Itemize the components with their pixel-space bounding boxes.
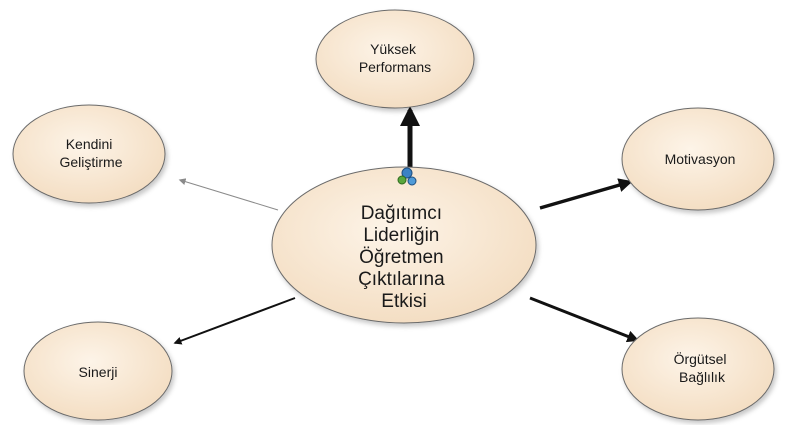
node-label-line: Geliştirme bbox=[59, 154, 122, 170]
node-label-line: Sinerji bbox=[79, 364, 118, 380]
node-motivasyon: Motivasyon bbox=[621, 107, 775, 211]
node-label-line: Motivasyon bbox=[665, 151, 736, 167]
node-kendini-gelistirme: Kendini Geliştirme bbox=[12, 104, 166, 204]
node-center: Dağıtımcı Liderliğin Öğretmen Çıktıların… bbox=[271, 166, 537, 324]
center-label-line: Liderliğin bbox=[363, 225, 439, 246]
node-label-line: Örgütsel bbox=[674, 350, 727, 367]
node-label-line: Kendini bbox=[66, 136, 113, 152]
node-label-line: Performans bbox=[359, 59, 431, 75]
node-label-line: Yüksek bbox=[370, 41, 417, 57]
arrow-to-orgutsel-baglilik bbox=[529, 296, 640, 343]
arrow-to-motivasyon bbox=[539, 178, 633, 210]
link-circles-icon bbox=[397, 167, 417, 186]
center-label-line: Çıktılarına bbox=[358, 269, 445, 290]
node-label-line: Bağlılık bbox=[679, 369, 726, 385]
center-label-line: Öğretmen bbox=[359, 247, 443, 268]
svg-text:Örgütsel Bağlılık: Örgütsel Bağlılık bbox=[674, 350, 731, 385]
svg-text:Kendini Geliştirme: Kendini Geliştirme bbox=[59, 136, 122, 170]
center-label-line: Dağıtımcı bbox=[361, 203, 442, 224]
svg-text:Motivasyon: Motivasyon bbox=[665, 151, 736, 167]
node-orgutsel-baglilik: Örgütsel Bağlılık bbox=[621, 317, 775, 421]
arrow-to-kendini-gelistirme bbox=[178, 178, 279, 211]
svg-text:Dağıtımcı Liderliğin: Dağıtımcı Liderliğin Öğretmen Çıktıların… bbox=[358, 203, 450, 312]
svg-text:Yüksek Performans: Yüksek Performans bbox=[359, 41, 431, 75]
connectors bbox=[173, 106, 640, 345]
svg-text:Sinerji: Sinerji bbox=[79, 364, 118, 380]
center-label-line: Etkisi bbox=[381, 291, 426, 312]
arrow-to-sinerji bbox=[173, 297, 296, 345]
node-sinerji: Sinerji bbox=[23, 321, 173, 421]
node-yuksek-performans: Yüksek Performans bbox=[315, 9, 475, 109]
